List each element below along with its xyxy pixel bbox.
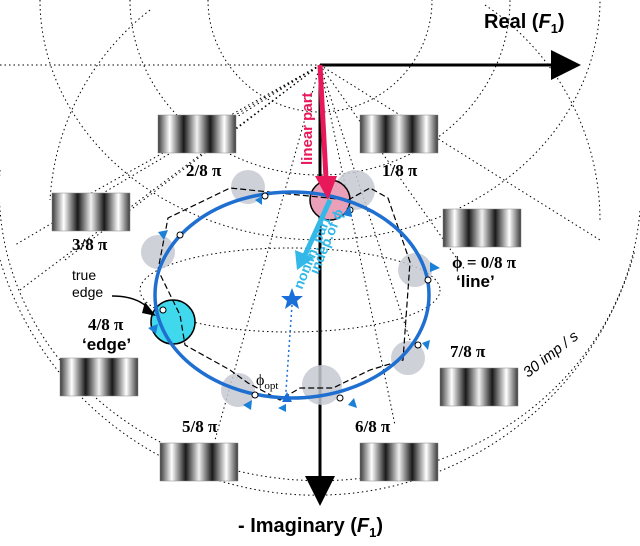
phase-label-1-8: 1/8 π: [382, 161, 418, 180]
grating-2-8: [157, 114, 237, 154]
true-edge-pointer-head: [142, 302, 156, 316]
grating-4-8: [59, 357, 139, 397]
line-label: ‘line’: [456, 272, 495, 291]
edge-label: ‘edge’: [82, 335, 131, 354]
phase-markers: [148, 196, 440, 412]
grating-6-8: [359, 442, 439, 482]
phase-label-6-8: 6/8 π: [355, 417, 391, 436]
true-edge-label-2: edge: [72, 284, 103, 300]
stimulus-gratings: [51, 114, 522, 482]
grating-3-8: [51, 192, 131, 232]
true-edge-label-1: true: [72, 267, 96, 283]
phase-label-3-8: 3/8 π: [72, 235, 108, 254]
phase-label-5-8: 5/8 π: [182, 417, 218, 436]
phi-opt-tick: [282, 392, 292, 402]
phi-opt-dotted-line: [284, 304, 293, 406]
grating-5-8: [159, 442, 239, 482]
grating-0-8: [442, 208, 522, 248]
phase-label-7-8: 7/8 π: [450, 342, 486, 361]
response-disks: [141, 170, 432, 407]
phase-label-0-8: ϕ = 0/8 π: [452, 253, 517, 272]
optimum-star: [281, 288, 303, 309]
phi-opt-label: ϕopt: [256, 372, 278, 392]
grating-7-8: [439, 367, 519, 407]
linear-part-arrow: [317, 64, 329, 179]
nonlin-part-arrowhead: [295, 250, 314, 270]
grating-1-8: [359, 114, 439, 154]
dotted-reference-ellipse: [139, 247, 441, 333]
linear-part-label: linear part: [299, 92, 316, 165]
phase-label-2-8: 2/8 π: [186, 161, 222, 180]
fitted-ellipse: [153, 190, 431, 400]
nonlin-part-arrow: [302, 198, 333, 257]
phase-label-4-8: 4/8 π: [88, 315, 124, 334]
linear-part-arrowhead: [315, 176, 337, 200]
imaginary-axis-label: - Imaginary (F1): [238, 515, 383, 540]
real-axis-label: Real (F1): [484, 11, 565, 36]
response-polygon: [157, 187, 411, 401]
